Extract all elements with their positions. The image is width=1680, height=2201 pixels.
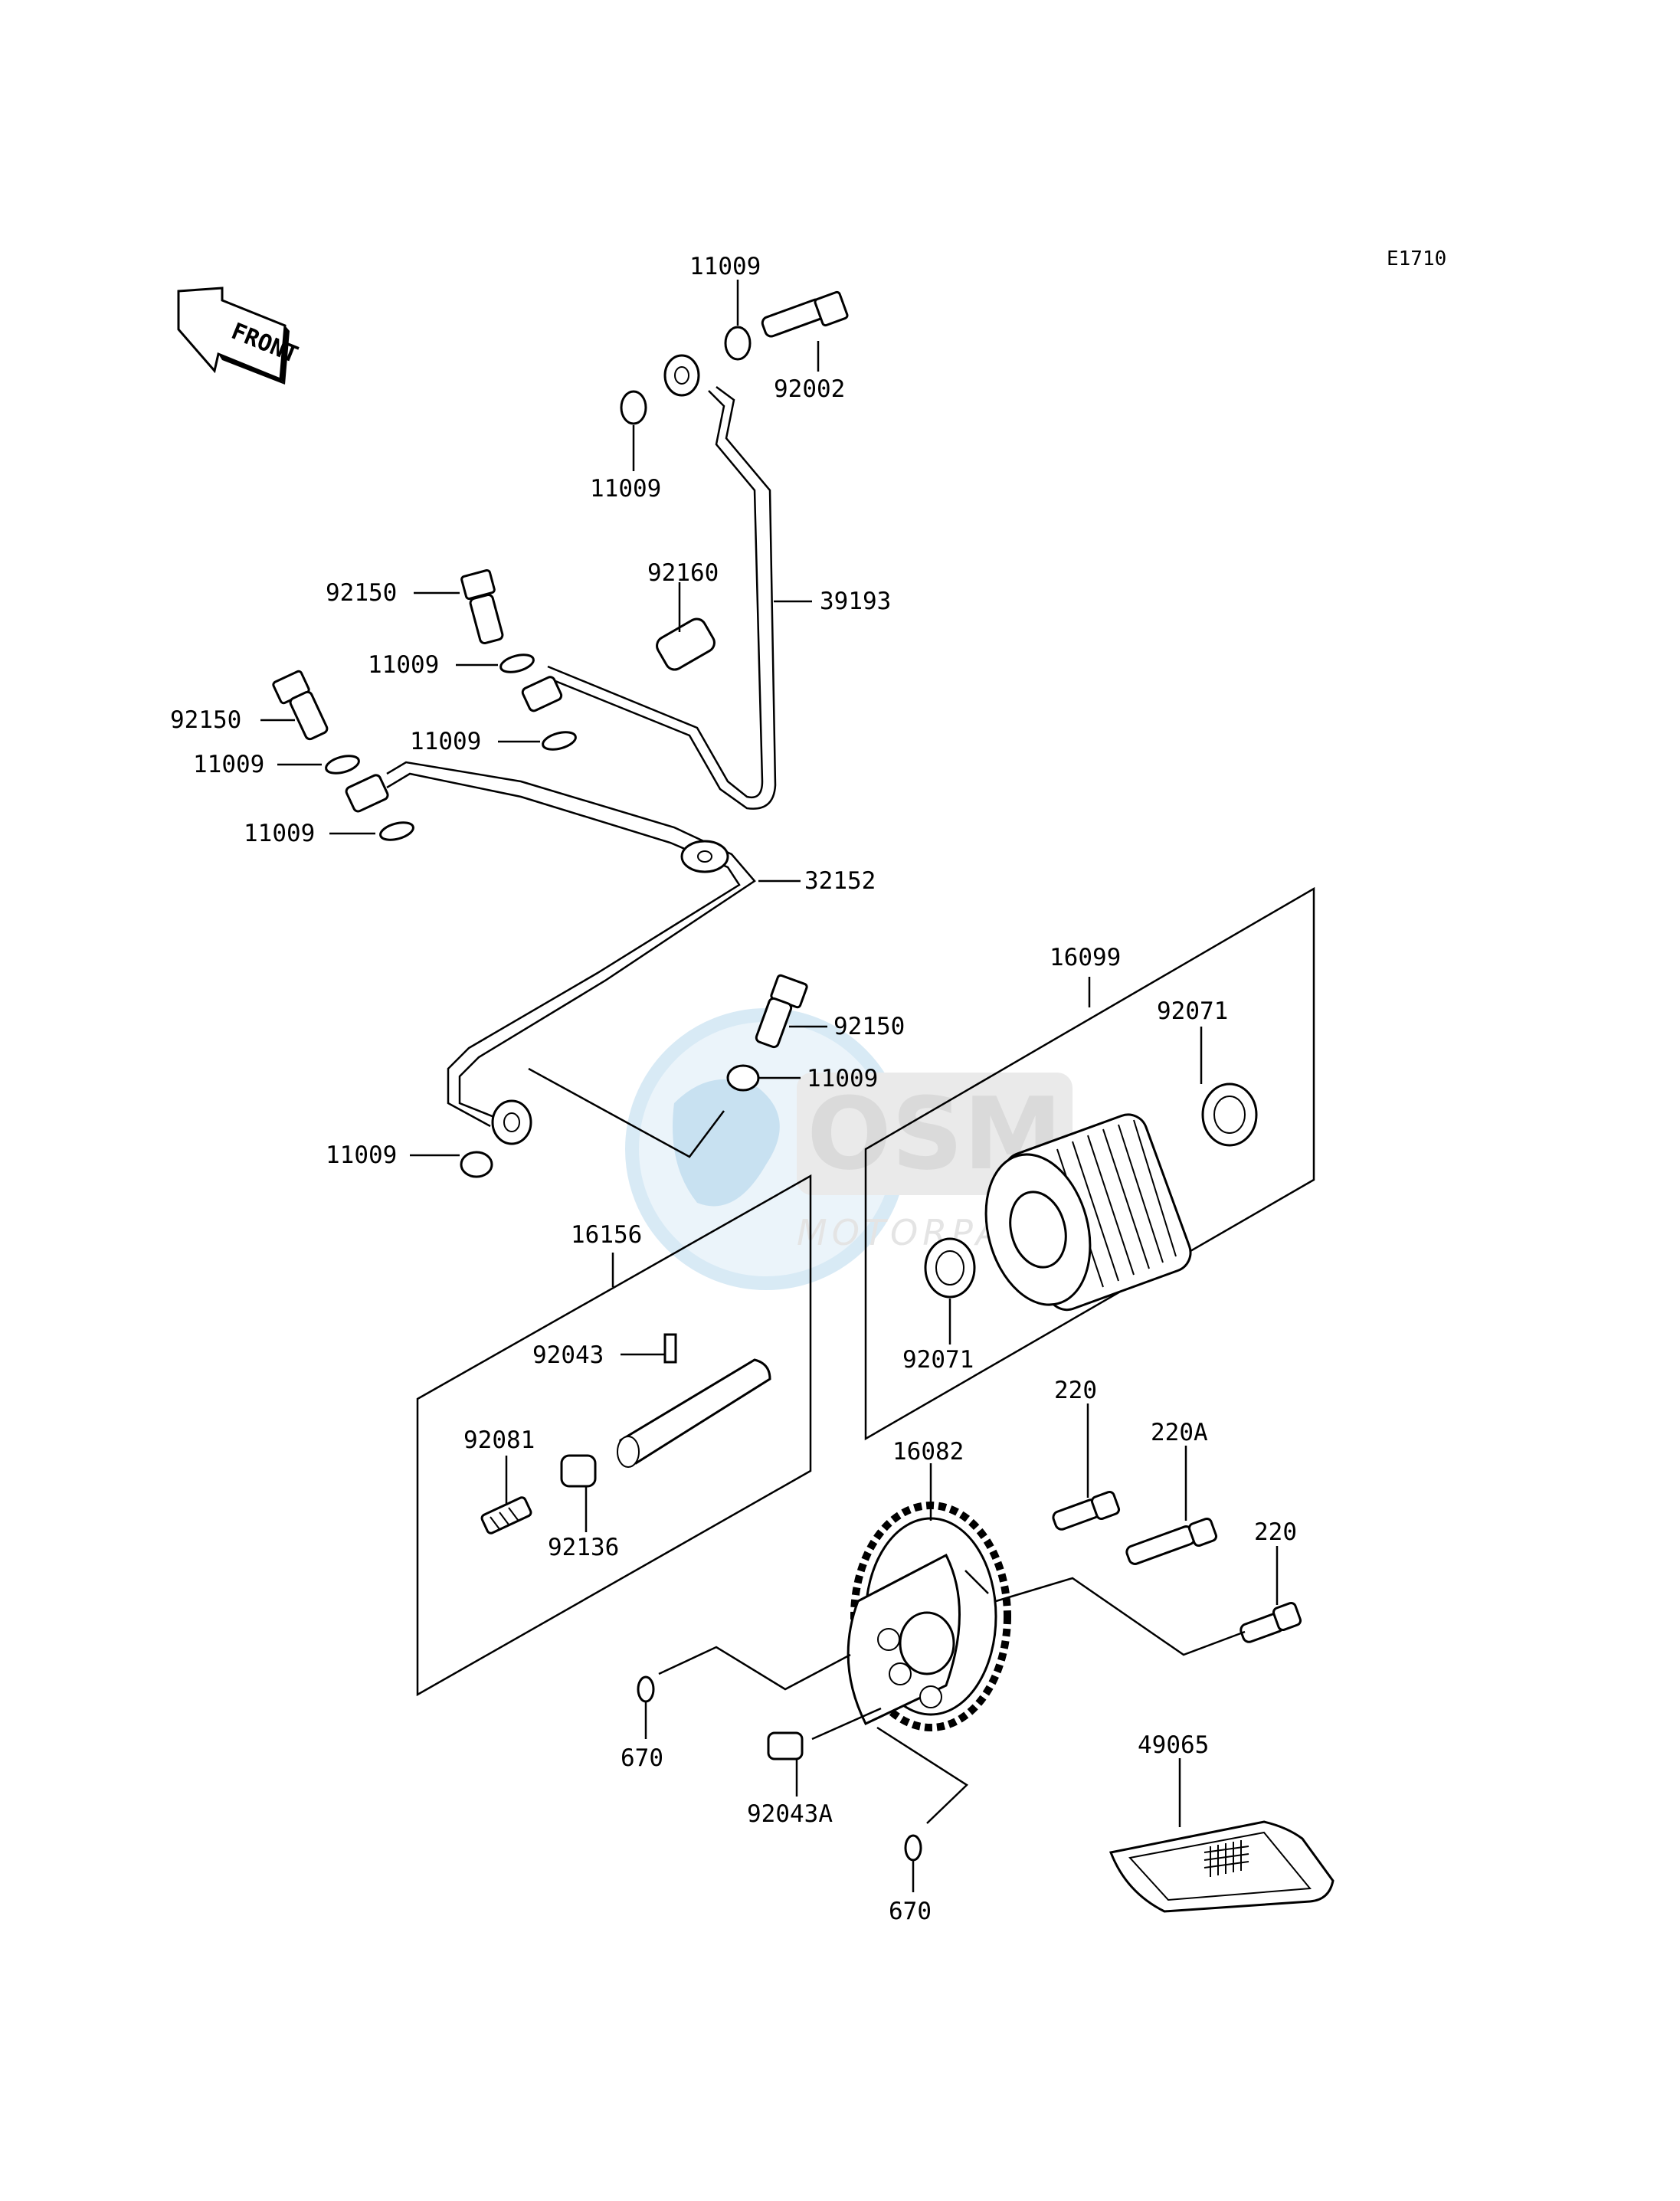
leader-lines (260, 280, 1279, 1892)
callout-32152: 32152 (804, 867, 876, 895)
callout-92150-a: 92150 (326, 579, 397, 607)
oring-670-b (904, 1834, 922, 1862)
washer-11009-top (724, 326, 752, 361)
washer-11009-g (726, 1064, 760, 1092)
pin-92043 (663, 1333, 677, 1364)
callout-220-b: 220 (1254, 1518, 1297, 1546)
bolt-92150-c (755, 974, 808, 1049)
callout-11009-d: 11009 (410, 728, 481, 755)
oil-filter-16099 (984, 1113, 1192, 1312)
bolt-92002 (761, 290, 849, 338)
washer-11009-d (542, 731, 577, 751)
callout-11009-g: 11009 (807, 1065, 878, 1092)
callout-16156: 16156 (571, 1221, 642, 1249)
oring-670-a (637, 1675, 655, 1703)
callout-220-a: 220 (1054, 1377, 1097, 1404)
callout-92136: 92136 (548, 1534, 619, 1561)
callout-92160: 92160 (647, 559, 719, 587)
callout-11009-b: 11009 (590, 475, 661, 503)
callout-220A: 220A (1151, 1419, 1208, 1446)
callout-49065: 49065 (1138, 1731, 1209, 1759)
callout-92043A: 92043A (747, 1800, 833, 1828)
bolt-92150-a (460, 568, 504, 645)
callout-670-a: 670 (621, 1744, 663, 1772)
oil-pump-16082 (847, 1502, 1011, 1731)
washer-11009-b (620, 390, 647, 425)
bolt-220-a (1052, 1490, 1121, 1531)
callout-16082: 16082 (892, 1438, 964, 1466)
front-arrow-icon: FRONT (177, 287, 302, 385)
callout-11009-top: 11009 (689, 253, 761, 280)
box-oil-filter (864, 886, 1315, 1441)
pin-92043A (767, 1731, 804, 1760)
bolt-220A (1125, 1517, 1218, 1565)
callout-11009-f: 11009 (244, 820, 315, 847)
callout-11009-c: 11009 (368, 651, 439, 679)
callout-92150-c: 92150 (833, 1013, 905, 1040)
oil-pipe-32152 (345, 761, 756, 1158)
callout-11009-h: 11009 (326, 1141, 397, 1169)
callout-92150-b: 92150 (170, 706, 241, 734)
relief-valve-body (617, 1358, 771, 1468)
callout-16099: 16099 (1050, 944, 1121, 971)
bolt-220-b (1240, 1601, 1302, 1643)
diagram-code: E1710 (1387, 247, 1446, 270)
callout-92071-a: 92071 (1157, 997, 1228, 1025)
oil-pipe-39193 (521, 354, 777, 810)
callout-92002: 92002 (774, 375, 845, 403)
label-plate-49065 (1109, 1820, 1335, 1913)
bolt-92150-b (272, 670, 329, 741)
washer-11009-f (379, 821, 414, 841)
washer-11009-h (460, 1151, 493, 1178)
callout-92071-b: 92071 (902, 1346, 974, 1374)
callouts: 11009 92002 11009 92160 39193 92150 1100… (170, 253, 1297, 1925)
callout-92043: 92043 (532, 1341, 604, 1369)
callout-92081: 92081 (463, 1426, 535, 1454)
washer-11009-e (325, 755, 360, 775)
washer-11009-c (499, 653, 535, 673)
collar-92160 (656, 617, 716, 671)
spring-92081 (480, 1496, 532, 1534)
callout-39193: 39193 (820, 588, 891, 615)
callout-11009-e: 11009 (193, 751, 264, 778)
piston-92136 (560, 1454, 597, 1488)
callout-670-b: 670 (889, 1898, 932, 1925)
box-relief-valve (416, 1174, 812, 1697)
